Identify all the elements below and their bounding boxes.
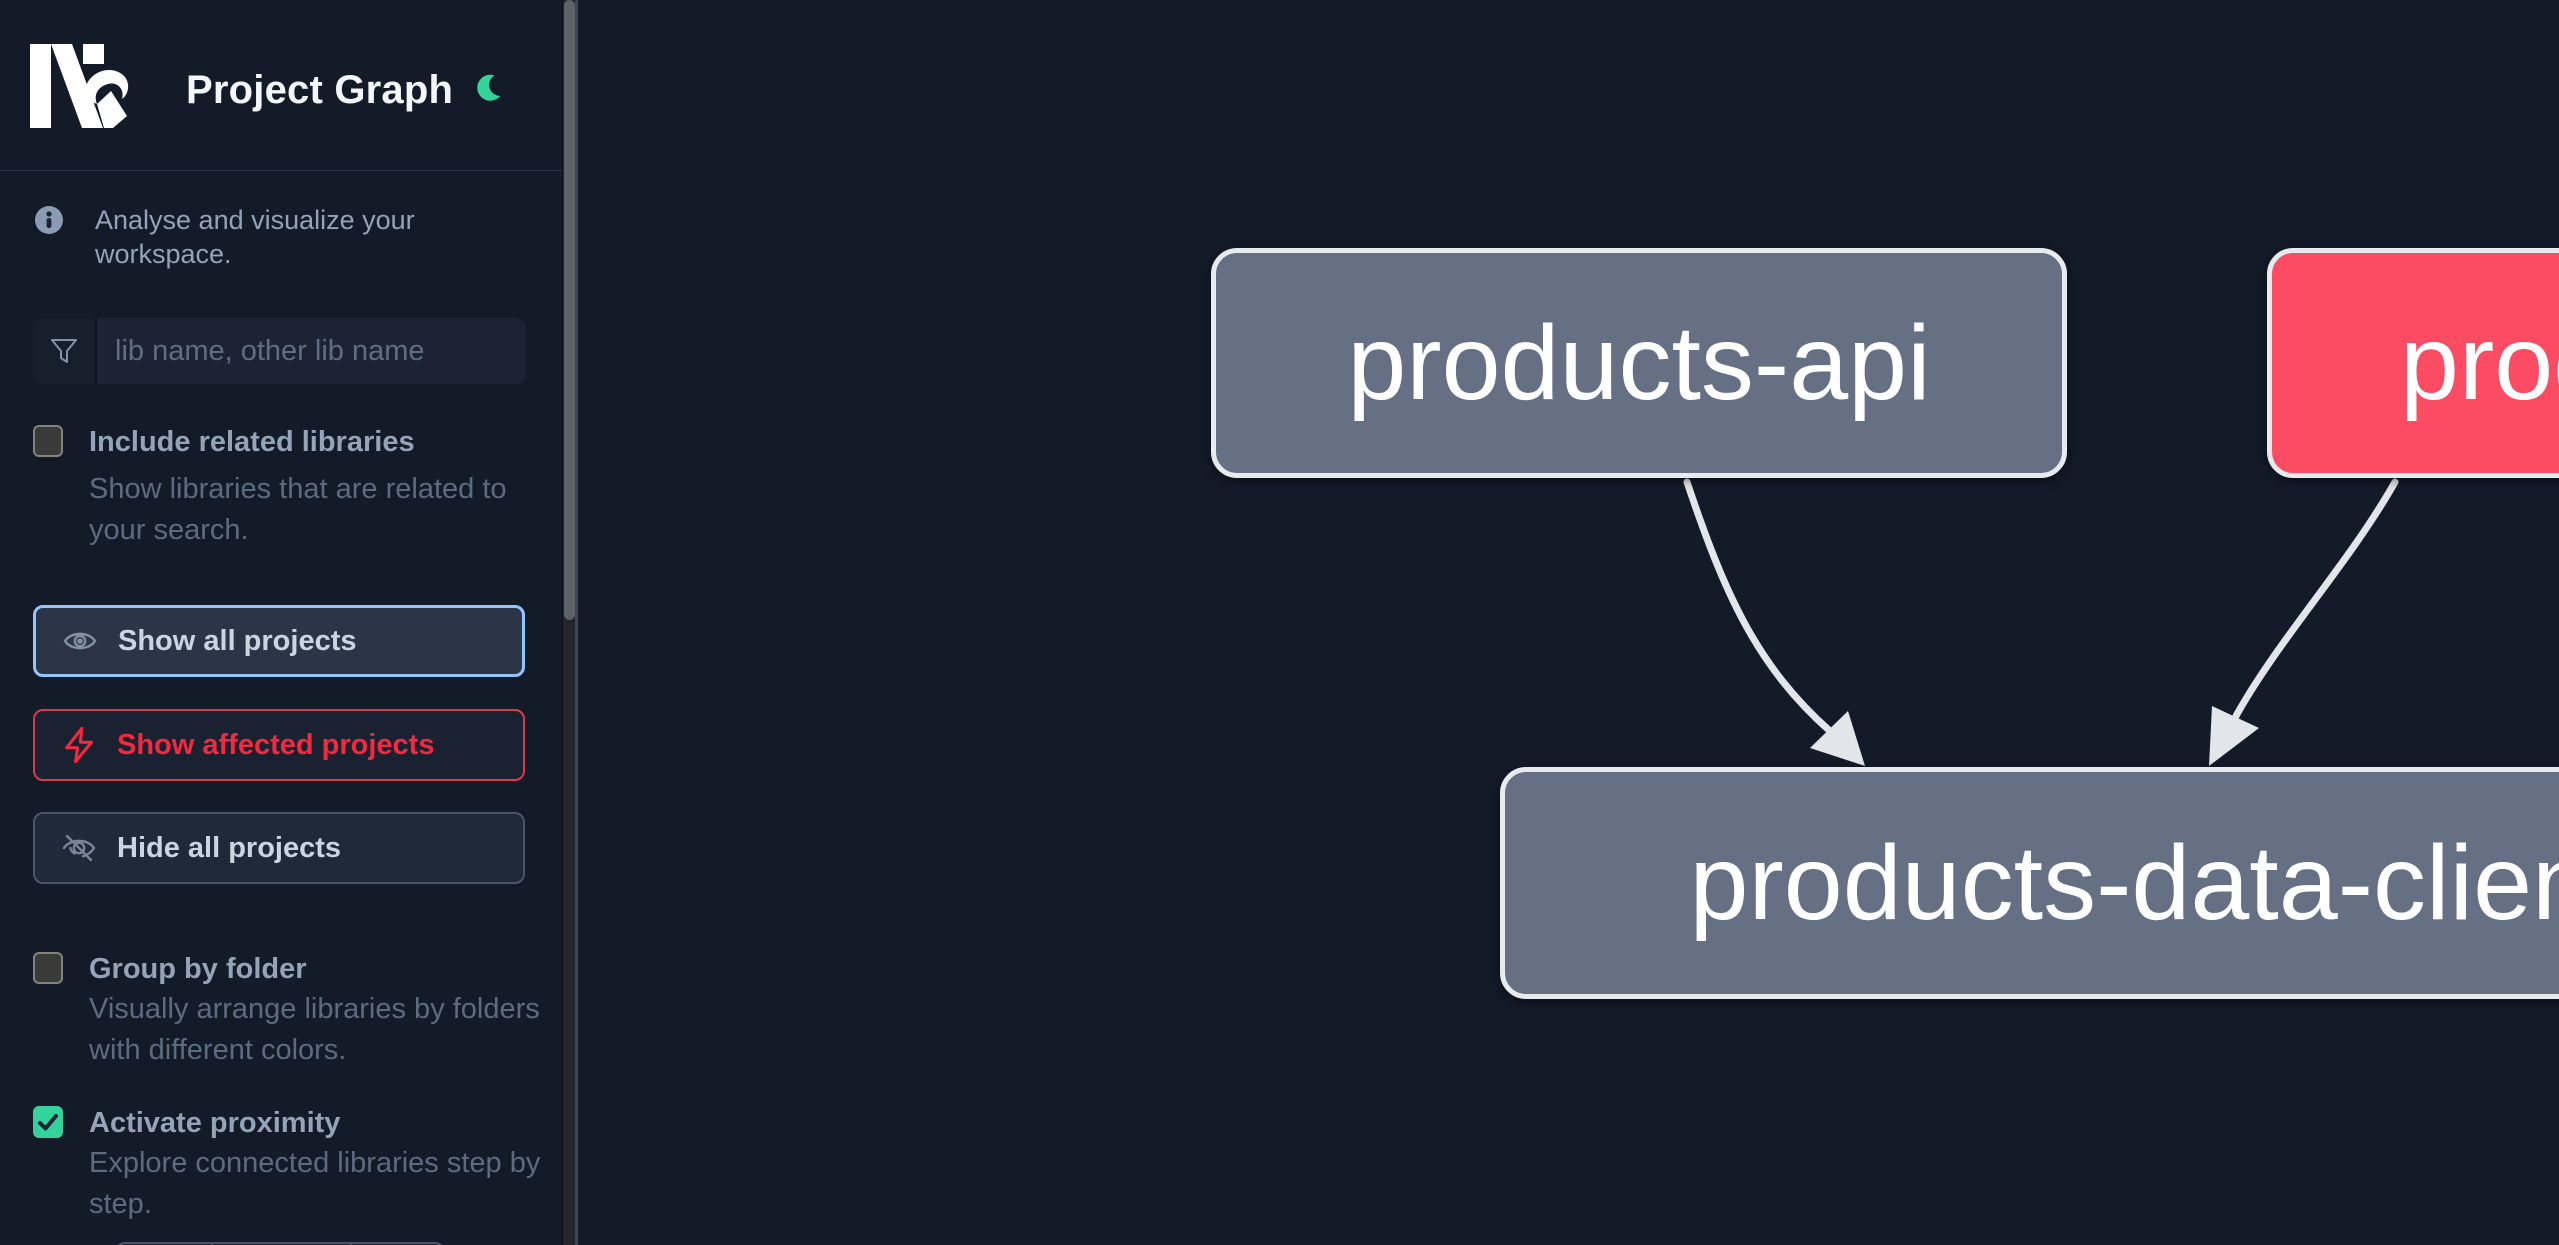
graph-node-products-data-client[interactable]: products-data-client — [1500, 767, 2559, 999]
sidebar-scrollbar-thumb[interactable] — [564, 0, 575, 620]
show-all-projects-button[interactable]: Show all projects — [33, 605, 525, 677]
dependency-edges — [1683, 478, 2399, 766]
graph-node-products-cli[interactable]: products-cli — [2267, 248, 2559, 478]
edge-products-api-to-data-client — [1683, 478, 1835, 736]
toggle-activate-proximity: Activate proximity Explore connected lib… — [33, 1106, 540, 1245]
workspace-info-text: Analyse and visualize your workspace. — [95, 205, 415, 269]
toggle-group-by-folder: Group by folder Visually arrange librari… — [33, 952, 540, 1082]
eye-icon — [62, 623, 98, 659]
dark-mode-moon-icon[interactable] — [473, 68, 513, 108]
button-label: Show affected projects — [117, 728, 435, 761]
sidebar-header: Project Graph — [0, 0, 562, 171]
arrowhead-cli-edge — [2209, 706, 2259, 766]
include-related-checkbox[interactable] — [33, 425, 63, 457]
node-label: products-api — [1347, 303, 1931, 422]
group-by-folder-checkbox[interactable] — [33, 952, 63, 984]
nx-logo[interactable] — [30, 44, 130, 128]
button-label: Show all projects — [118, 624, 357, 657]
page-title: Project Graph — [186, 68, 454, 112]
activate-proximity-checkbox[interactable] — [33, 1106, 63, 1138]
sidebar-graph-divider — [575, 0, 578, 1245]
hide-all-projects-button[interactable]: Hide all projects — [33, 812, 525, 884]
toggle-description: Show libraries that are related to your … — [89, 473, 507, 546]
toggle-description: Explore connected libraries step by step… — [89, 1147, 541, 1220]
workspace-info-row: Analyse and visualize your workspace. — [35, 203, 535, 271]
toggle-label: Activate proximity — [89, 1107, 341, 1139]
toggle-description: Visually arrange libraries by folders wi… — [89, 993, 540, 1066]
sidebar-scrollbar-track[interactable] — [562, 0, 575, 1245]
node-label: products-cli — [2400, 303, 2559, 422]
toggle-include-related: Include related libraries Show libraries… — [33, 425, 533, 555]
bolt-icon — [61, 727, 97, 763]
checkmark-icon — [38, 1114, 58, 1131]
search-box — [33, 318, 526, 384]
button-label: Hide all projects — [117, 831, 342, 864]
graph-canvas[interactable]: products-api products-cli products-data-… — [578, 0, 2559, 1245]
graph-node-products-api[interactable]: products-api — [1211, 248, 2067, 478]
toggle-label: Group by folder — [89, 953, 307, 985]
sidebar: Project Graph Analyse and visualize your… — [0, 0, 562, 1245]
info-icon — [35, 206, 63, 234]
arrowhead-api-edge — [1810, 711, 1865, 766]
toggle-label: Include related libraries — [89, 426, 415, 458]
show-affected-projects-button[interactable]: Show affected projects — [33, 709, 525, 781]
filter-funnel-icon — [33, 318, 97, 384]
eye-slash-icon — [61, 830, 97, 866]
edge-products-cli-to-data-client — [2232, 478, 2399, 720]
search-input[interactable] — [97, 318, 526, 384]
node-label: products-data-client — [1689, 823, 2559, 942]
